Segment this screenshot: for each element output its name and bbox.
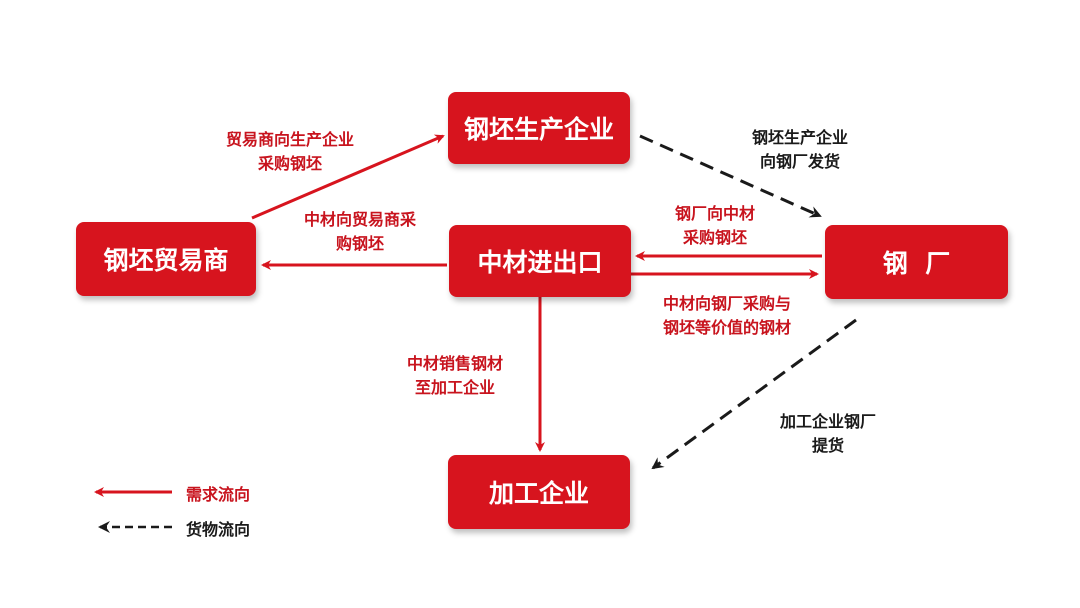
node-billet-trader: 钢坯贸易商	[76, 222, 256, 296]
arrow-producer-to-mill	[639, 134, 822, 218]
legend-demand-label: 需求流向	[186, 485, 251, 504]
label-line: 加工企业钢厂	[779, 412, 876, 431]
label-line: 钢厂向中材	[674, 204, 755, 223]
label-line: 中材向钢厂采购与	[662, 294, 791, 313]
label-line: 贸易商向生产企业	[225, 130, 354, 149]
label-line: 至加工企业	[414, 378, 495, 397]
node-processing: 加工企业	[448, 455, 630, 529]
label-line: 购钢坯	[335, 234, 384, 253]
node-steel-mill: 钢 厂	[825, 225, 1008, 299]
label-zhongcai-to-trader: 中材向贸易商采 购钢坯	[280, 208, 440, 256]
label-line: 提货	[811, 436, 844, 455]
label-zhongcai-to-mill: 中材向钢厂采购与 钢坯等价值的钢材	[632, 292, 822, 340]
label-line: 中材向贸易商采	[303, 210, 416, 229]
label-line: 钢坯等价值的钢材	[662, 318, 791, 337]
node-zhongcai: 中材进出口	[449, 225, 631, 297]
arrow-trader-to-producer	[251, 134, 445, 220]
label-mill-to-processing: 加工企业钢厂 提货	[760, 410, 896, 458]
arrow-mill-to-processing	[651, 318, 857, 470]
label-producer-to-mill: 钢坯生产企业 向钢厂发货	[730, 126, 870, 174]
label-line: 采购钢坯	[257, 154, 322, 173]
label-line: 钢坯生产企业	[751, 128, 848, 147]
label-line: 中材销售钢材	[406, 354, 503, 373]
node-billet-producer: 钢坯生产企业	[448, 92, 630, 164]
label-mill-to-zhongcai: 钢厂向中材 采购钢坯	[650, 202, 780, 250]
label-zhongcai-to-processing: 中材销售钢材 至加工企业	[385, 352, 525, 400]
label-line: 向钢厂发货	[759, 152, 840, 171]
label-trader-to-producer: 贸易商向生产企业 采购钢坯	[200, 128, 380, 176]
legend-goods-label: 货物流向	[186, 520, 251, 539]
label-line: 采购钢坯	[682, 228, 747, 247]
